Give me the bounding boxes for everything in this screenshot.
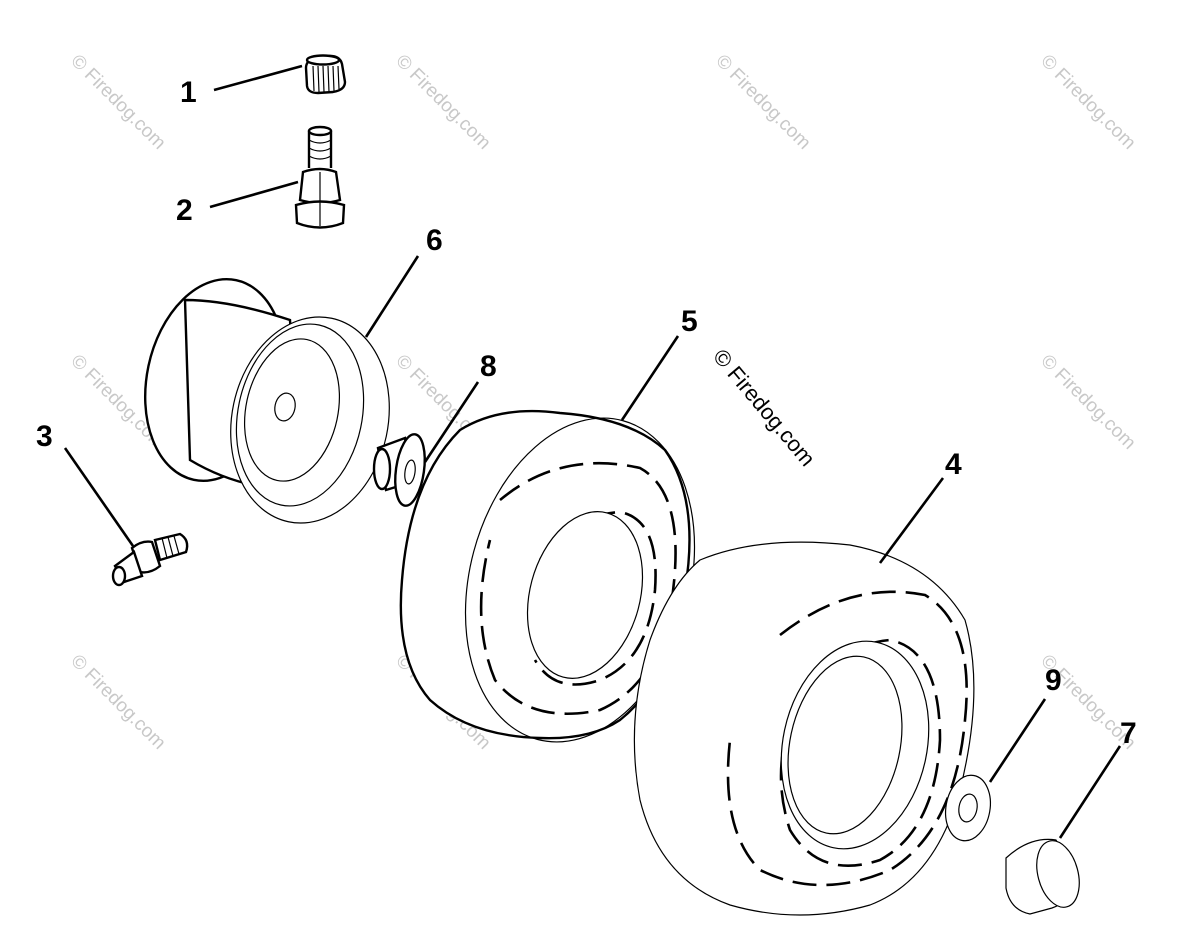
callout-3[interactable]: 3 xyxy=(36,420,53,453)
leader-line-3 xyxy=(63,447,135,547)
wheel-rim-part[interactable] xyxy=(127,266,408,538)
leader-line-8 xyxy=(423,381,480,463)
hub-cap-part[interactable] xyxy=(1005,836,1086,915)
callout-9[interactable]: 9 xyxy=(1045,664,1062,697)
valve-cap-part[interactable] xyxy=(304,54,347,95)
leader-line-7 xyxy=(1058,745,1122,839)
callout-6[interactable]: 6 xyxy=(426,224,443,257)
callout-4[interactable]: 4 xyxy=(945,448,962,481)
leader-line-5 xyxy=(620,335,680,421)
callout-8[interactable]: 8 xyxy=(480,350,497,383)
leader-line-6 xyxy=(364,255,420,338)
tire-inner-tube-part[interactable] xyxy=(633,541,975,916)
watermark: © Firedog.com xyxy=(1036,351,1139,454)
grease-fitting-part[interactable] xyxy=(111,532,189,587)
watermark: © Firedog.com xyxy=(711,51,814,154)
leader-line-1 xyxy=(213,64,303,92)
leader-line-4 xyxy=(878,477,945,564)
callout-7[interactable]: 7 xyxy=(1120,717,1137,750)
watermark: © Firedog.com xyxy=(1036,51,1139,154)
leader-line-9 xyxy=(988,698,1047,783)
callout-5[interactable]: 5 xyxy=(681,305,698,338)
valve-stem-part[interactable] xyxy=(294,125,346,229)
callout-2[interactable]: 2 xyxy=(176,194,193,227)
watermark: © Firedog.com xyxy=(66,51,169,154)
bushing-part[interactable] xyxy=(372,432,429,507)
watermark: © Firedog.com xyxy=(391,51,494,154)
leader-line-2 xyxy=(209,180,299,209)
callouts: 1 2 3 4 5 6 7 8 9 xyxy=(36,76,1137,750)
leader-lines xyxy=(63,64,1122,839)
watermark: © Firedog.com xyxy=(66,651,169,754)
callout-1[interactable]: 1 xyxy=(180,76,197,109)
washer-part[interactable] xyxy=(941,772,996,845)
watermark-main: © Firedog.com xyxy=(708,344,820,471)
